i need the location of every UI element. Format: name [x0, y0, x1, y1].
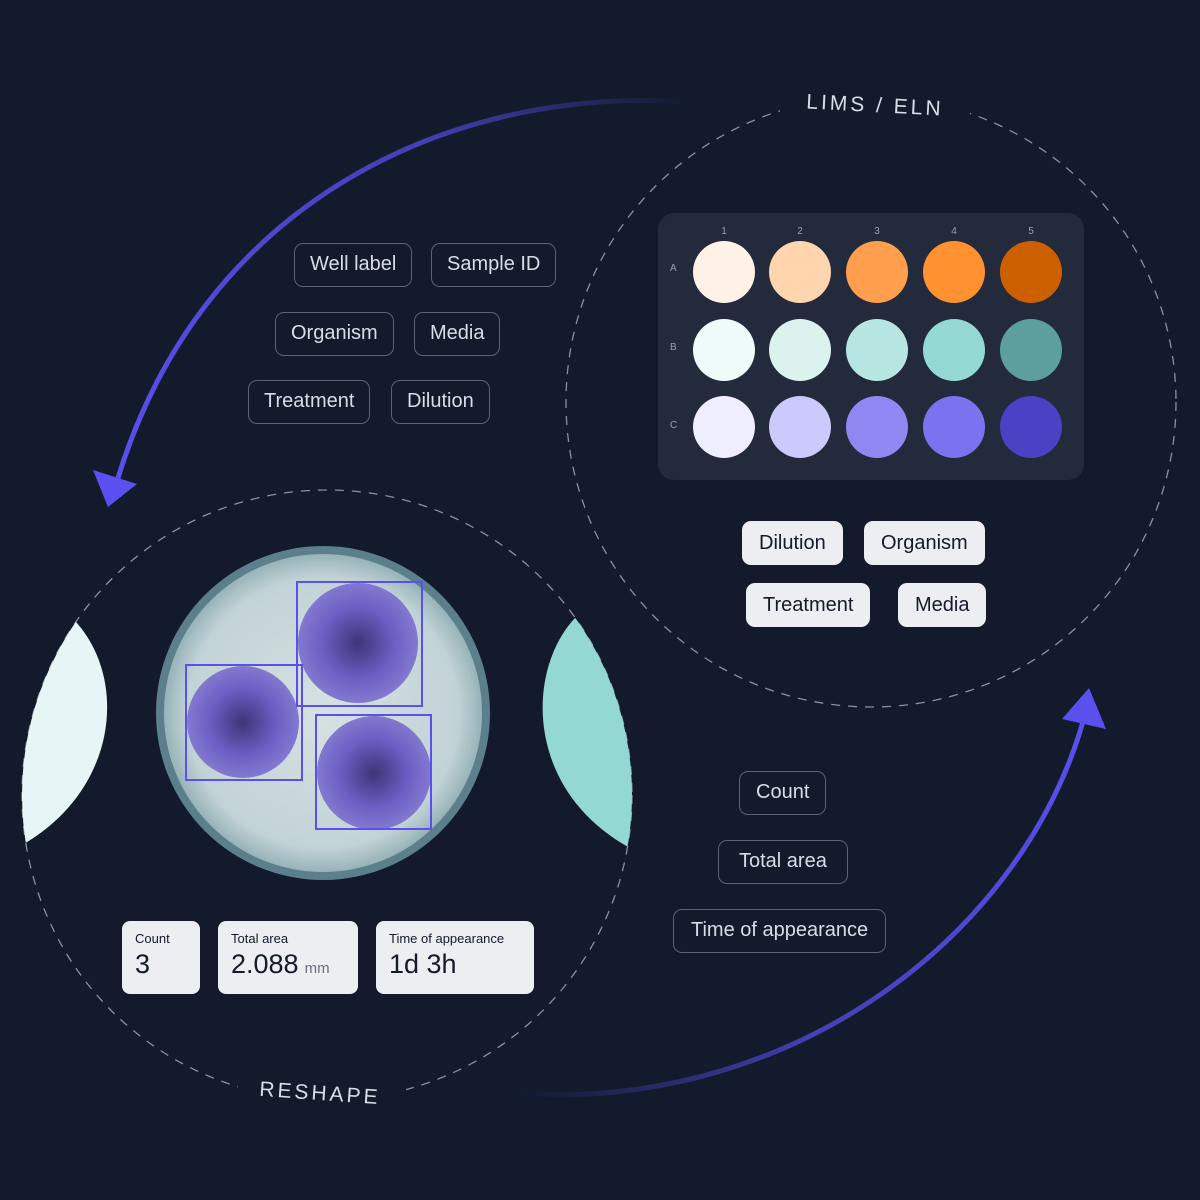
stat-time-label: Time of appearance — [389, 931, 505, 946]
row-label-c: C — [670, 420, 678, 431]
bounding-box-2 — [185, 664, 303, 781]
stat-count-label: Count — [135, 931, 170, 946]
stat-area-label: Total area — [231, 931, 289, 946]
stat-card-total-area: Total area 2.088 mm — [218, 921, 358, 994]
well-b2 — [769, 319, 831, 381]
stat-count-value: 3 — [135, 949, 151, 979]
well-a2 — [769, 241, 831, 303]
column-label-5: 5 — [1028, 226, 1034, 237]
tag-dilution: Dilution — [391, 380, 490, 424]
plate-tag-media: Media — [898, 583, 987, 627]
column-label-1: 1 — [721, 226, 727, 237]
result-tag-count: Count — [739, 771, 827, 815]
well-b3 — [846, 319, 908, 381]
bounding-box-3 — [315, 714, 432, 830]
colony-1 — [298, 583, 418, 703]
well-plate: 1 2 3 4 5 A B C — [658, 213, 1084, 480]
tag-sample-id: Sample ID — [431, 243, 557, 287]
well-c1 — [693, 396, 755, 458]
colony-2 — [187, 666, 299, 778]
well-b5 — [1000, 319, 1062, 381]
plate-tag-dilution: Dilution — [742, 521, 843, 565]
stat-area-value-row: 2.088 mm — [231, 949, 345, 980]
stat-card-time-of-appearance: Time of appearance 1d 3h — [376, 921, 534, 994]
result-tag-time-of-appearance: Time of appearance — [673, 909, 887, 953]
well-a4 — [923, 241, 985, 303]
tag-well-label: Well label — [294, 243, 413, 287]
bottom-curved-arrow — [519, 717, 1087, 1098]
bounding-box-1 — [296, 581, 423, 707]
plate-tag-organism: Organism — [864, 521, 985, 565]
top-arrow-head — [93, 470, 137, 507]
row-label-a: A — [670, 263, 677, 274]
well-c5 — [1000, 396, 1062, 458]
top-curved-arrow — [115, 98, 691, 479]
well-c2 — [769, 396, 831, 458]
tag-treatment: Treatment — [248, 380, 371, 424]
well-a3 — [846, 241, 908, 303]
stat-time-value: 1d 3h — [389, 949, 457, 979]
stat-area-unit: mm — [304, 960, 330, 977]
plate-tag-treatment: Treatment — [746, 583, 871, 627]
well-b4 — [923, 319, 985, 381]
column-label-2: 2 — [797, 226, 803, 237]
tag-media: Media — [414, 312, 501, 356]
right-crescent-shape — [542, 618, 632, 848]
well-a1 — [693, 241, 755, 303]
left-crescent-shape — [22, 622, 108, 845]
column-label-3: 3 — [874, 226, 880, 237]
well-a5 — [1000, 241, 1062, 303]
petri-dish — [156, 546, 490, 880]
tag-organism: Organism — [275, 312, 394, 356]
stat-area-value: 2.088 — [231, 949, 299, 979]
column-label-4: 4 — [951, 226, 957, 237]
well-c4 — [923, 396, 985, 458]
well-b1 — [693, 319, 755, 381]
result-tag-total-area: Total area — [718, 840, 848, 884]
bottom-arrow-head — [1062, 688, 1106, 729]
row-label-b: B — [670, 342, 677, 353]
stat-card-count: Count 3 — [122, 921, 200, 994]
well-c3 — [846, 396, 908, 458]
colony-3 — [317, 716, 431, 830]
